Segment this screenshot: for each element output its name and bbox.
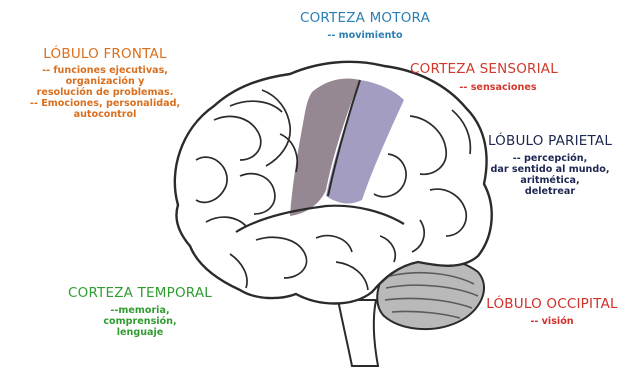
label-corteza-sensorial: CORTEZA SENSORIAL -- sensaciones [392, 62, 576, 93]
temporal-desc-1: --memoria, [52, 305, 228, 316]
frontal-title: LÓBULO FRONTAL [10, 47, 200, 63]
label-corteza-temporal: CORTEZA TEMPORAL --memoria, comprensión,… [52, 286, 228, 338]
temporal-desc-3: lenguaje [52, 327, 228, 338]
occipital-title: LÓBULO OCCIPITAL [474, 297, 630, 313]
motora-title: CORTEZA MOTORA [285, 11, 445, 27]
parietal-desc-3: aritmética, [474, 175, 626, 186]
frontal-desc-1: -- funciones ejecutivas, [10, 65, 200, 76]
parietal-title: LÓBULO PARIETAL [474, 134, 626, 150]
label-lobulo-occipital: LÓBULO OCCIPITAL -- visión [474, 297, 630, 327]
brain-stem [338, 300, 378, 366]
parietal-desc-4: deletrear [474, 186, 626, 197]
frontal-desc-2: organización y [10, 76, 200, 87]
frontal-desc-5: autocontrol [10, 109, 200, 120]
occipital-desc: -- visión [474, 316, 630, 327]
label-lobulo-parietal: LÓBULO PARIETAL -- percepción, dar senti… [474, 134, 626, 197]
label-lobulo-frontal: LÓBULO FRONTAL -- funciones ejecutivas, … [10, 47, 200, 120]
motora-desc: -- movimiento [285, 30, 445, 41]
sensorial-title: CORTEZA SENSORIAL [392, 62, 576, 78]
label-corteza-motora: CORTEZA MOTORA -- movimiento [285, 11, 445, 41]
temporal-title: CORTEZA TEMPORAL [52, 286, 228, 302]
temporal-desc-2: comprensión, [52, 316, 228, 327]
frontal-desc-3: resolución de problemas. [10, 87, 200, 98]
frontal-desc-4: -- Emociones, personalidad, [10, 98, 200, 109]
parietal-desc-2: dar sentido al mundo, [474, 164, 626, 175]
parietal-desc-1: -- percepción, [474, 153, 626, 164]
sensorial-desc: -- sensaciones [392, 82, 576, 93]
